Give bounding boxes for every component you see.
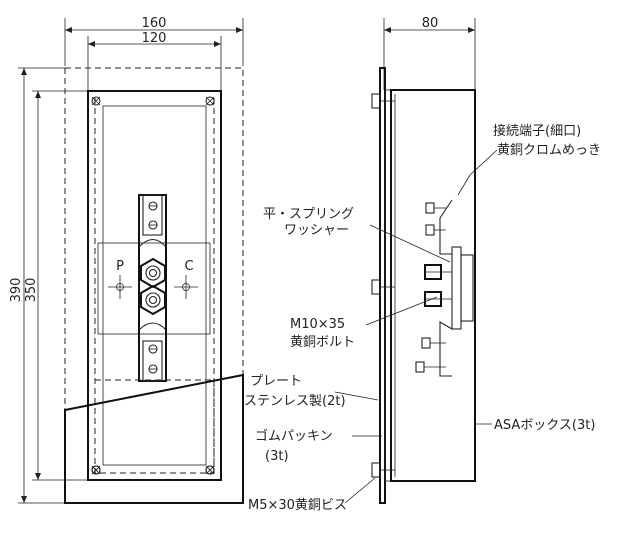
side-view: 80 [334, 16, 498, 504]
terminal-plate [97, 242, 211, 335]
main-bolt-icon [140, 257, 166, 289]
leader-lines [334, 149, 498, 504]
main-bolt-icon [140, 284, 166, 316]
dim-height-outer: 390 [9, 278, 24, 303]
main-bolt-icon [424, 291, 452, 307]
terminal-c-label: C [184, 259, 193, 274]
side-screw-icon [371, 462, 395, 478]
label-bolt-line1: M10×35 [290, 317, 345, 332]
label-terminal-line2: 黄銅クロムめっき [497, 143, 601, 158]
side-screw-icon [371, 93, 395, 109]
bolt-icon [425, 202, 446, 214]
dim-width-outer: 160 [142, 16, 167, 31]
screw-icon [205, 465, 215, 475]
inner-panel [102, 105, 207, 466]
mounting-crosshairs [108, 275, 198, 299]
cover-plate [64, 373, 244, 504]
bolt-icon [148, 364, 158, 374]
box-outline [87, 90, 222, 481]
bolt-icon [148, 201, 158, 211]
label-gasket-line1: ゴムパッキン [255, 428, 333, 444]
terminal-assembly [138, 194, 167, 382]
label-terminal-line1: 接続端子(細口) [493, 123, 581, 139]
side-plate [379, 67, 386, 504]
label-plate-line1: プレート [250, 374, 302, 389]
bolt-icon [148, 344, 158, 354]
bolt-icon [415, 361, 446, 373]
label-bolt-line2: 黄銅ボルト [290, 335, 355, 350]
label-gasket-line2: (3t) [265, 449, 289, 464]
label-asa-box: ASAボックス(3t) [494, 418, 595, 433]
dim-width-inner: 120 [142, 31, 167, 46]
dim-height-inner: 350 [24, 278, 39, 303]
side-box [390, 89, 476, 482]
bolt-icon [425, 224, 446, 236]
label-plate-line2: ステンレス製(2t) [244, 394, 346, 409]
screw-icon [91, 465, 101, 475]
terminal-p-label: P [116, 259, 124, 274]
screw-icon [205, 96, 215, 106]
front-view: 160 120 390 350 [9, 16, 244, 504]
bolt-icon [148, 220, 158, 230]
annotation-labels: 接続端子(細口) 黄銅クロムめっき 平・スプリング ワッシャー M10×35 黄… [244, 123, 601, 513]
screw-icon [91, 96, 101, 106]
bolt-icon [421, 337, 446, 349]
width-dimensions: 160 120 [64, 16, 244, 92]
side-terminal-assembly [415, 199, 474, 377]
dim-depth: 80 [422, 16, 439, 31]
main-bolt-icon [424, 264, 452, 280]
height-dimensions: 390 350 [9, 67, 88, 504]
label-washer-line2: ワッシャー [284, 223, 349, 238]
side-screw-icon [371, 279, 395, 295]
label-screw: M5×30黄銅ビス [248, 498, 347, 513]
label-washer-line1: 平・スプリング [263, 207, 354, 222]
